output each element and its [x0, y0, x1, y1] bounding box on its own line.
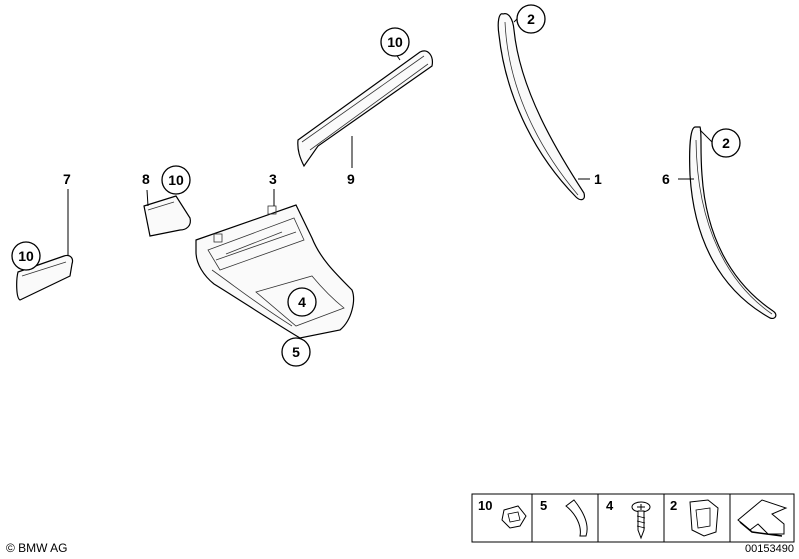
strip-icon	[565, 499, 588, 537]
label-1: 1	[594, 171, 602, 187]
label-3: 3	[269, 171, 277, 187]
label-8: 8	[142, 171, 150, 187]
label-9: 9	[347, 171, 355, 187]
callout-2-right: 2	[711, 128, 741, 158]
clamp-icon	[689, 499, 719, 537]
svg-text:2: 2	[527, 11, 535, 27]
callout-10-mid: 10	[161, 165, 191, 195]
callout-4: 4	[287, 287, 317, 317]
part-6-pillar-trim	[689, 126, 777, 319]
arrow-icon	[737, 499, 788, 537]
svg-text:10: 10	[168, 172, 184, 188]
callout-10-top: 10	[380, 27, 410, 57]
legend-number-5: 5	[540, 498, 547, 513]
diagram-reference-number: 00153490	[745, 543, 794, 555]
svg-text:10: 10	[387, 34, 403, 50]
part-7-panel	[16, 254, 74, 301]
legend-number-4: 4	[606, 498, 614, 513]
part-1-pillar-trim	[497, 13, 585, 201]
clip-icon	[501, 505, 527, 529]
label-6: 6	[662, 171, 670, 187]
part-9-trim-panel	[297, 50, 433, 168]
legend-number-10: 10	[478, 498, 492, 513]
screw-icon	[631, 501, 651, 540]
callout-5: 5	[281, 337, 311, 367]
svg-text:10: 10	[18, 248, 34, 264]
svg-text:5: 5	[292, 344, 300, 360]
svg-text:4: 4	[298, 294, 306, 310]
part-8-cover	[143, 195, 191, 237]
label-7: 7	[63, 171, 71, 187]
legend-number-2: 2	[670, 498, 677, 513]
svg-text:2: 2	[722, 135, 730, 151]
copyright-text: © BMW AG	[6, 541, 68, 555]
callout-2-top: 2	[516, 4, 546, 34]
part-3-console-trim	[195, 204, 355, 339]
callout-10-left: 10	[11, 241, 41, 271]
legend-strip: 10 5 4 2	[471, 493, 795, 543]
